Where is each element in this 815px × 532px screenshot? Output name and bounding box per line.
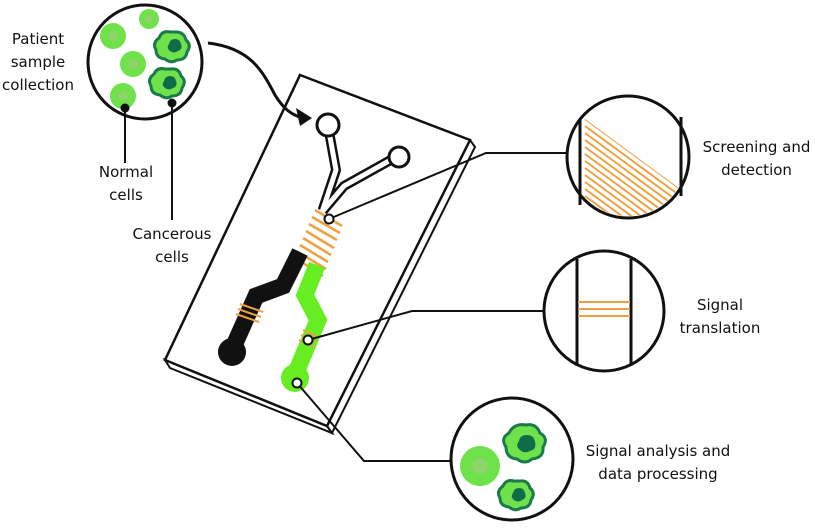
patient-sample <box>86 3 204 121</box>
analysis-cancerous-cell-nucleus <box>517 435 536 453</box>
signal-translation-label: Signal translation <box>672 294 768 340</box>
normal-cells-label-line-1: Normal <box>98 163 154 181</box>
translation-connector <box>307 310 544 341</box>
cancerous-cells-label-line-2: cells <box>155 248 189 266</box>
translation-zoom <box>302 249 666 373</box>
analysis-marker <box>291 377 303 389</box>
normal-cell-core <box>118 91 128 101</box>
cancerous-cell-nucleus <box>162 76 177 90</box>
detection-channel <box>287 261 328 379</box>
screening-label-line-1: Screening and <box>702 138 811 156</box>
analysis-cancerous-cell-nucleus <box>511 488 526 502</box>
normal-cell-core <box>128 59 138 69</box>
patient-sample-label-line-1: Patient <box>11 30 65 48</box>
screening-connector <box>328 152 567 220</box>
analysis-normal-cell-core <box>472 458 488 474</box>
waste-channel-stripes <box>235 303 264 323</box>
normal-cell-core <box>108 31 118 41</box>
screening-label: Screening and detection <box>698 136 815 182</box>
signal-translation-label-line-1: Signal <box>696 296 744 314</box>
sample-to-chip-arrow <box>207 41 312 126</box>
screening-zoom <box>323 94 691 225</box>
screening-label-line-2: detection <box>721 161 792 179</box>
translation-stripes <box>578 301 630 317</box>
waste-channel <box>224 248 308 354</box>
microchannels <box>218 112 411 392</box>
translation-circle <box>542 249 666 373</box>
patient-sample-label-line-3: collection <box>2 76 74 94</box>
cancerous-cell-nucleus <box>167 39 182 53</box>
cancerous-cells-label-line-1: Cancerous <box>132 225 212 243</box>
waste-outlet <box>218 338 246 366</box>
normal-cells-label: Normal cells <box>94 161 158 207</box>
screening-marker <box>323 213 335 225</box>
signal-analysis-label-line-2: data processing <box>598 465 718 483</box>
analysis-connector <box>296 382 453 462</box>
normal-cells-label-line-2: cells <box>109 186 143 204</box>
cancerous-cells-label: Cancerous cells <box>124 223 220 269</box>
normal-cell-core <box>145 15 153 23</box>
inlet-port-2 <box>387 145 411 169</box>
signal-analysis-label: Signal analysis and data processing <box>578 440 738 486</box>
signal-analysis-label-line-1: Signal analysis and <box>585 442 731 460</box>
patient-sample-label-line-2: sample <box>10 53 66 71</box>
signal-translation-label-line-2: translation <box>679 319 761 337</box>
inlet-port-1 <box>315 112 341 138</box>
patient-sample-label: Patient sample collection <box>0 28 76 97</box>
translation-marker <box>302 334 314 346</box>
analysis-zoom <box>291 377 575 522</box>
inlet-channel-inner <box>319 123 399 215</box>
cell-pointers <box>120 98 177 220</box>
